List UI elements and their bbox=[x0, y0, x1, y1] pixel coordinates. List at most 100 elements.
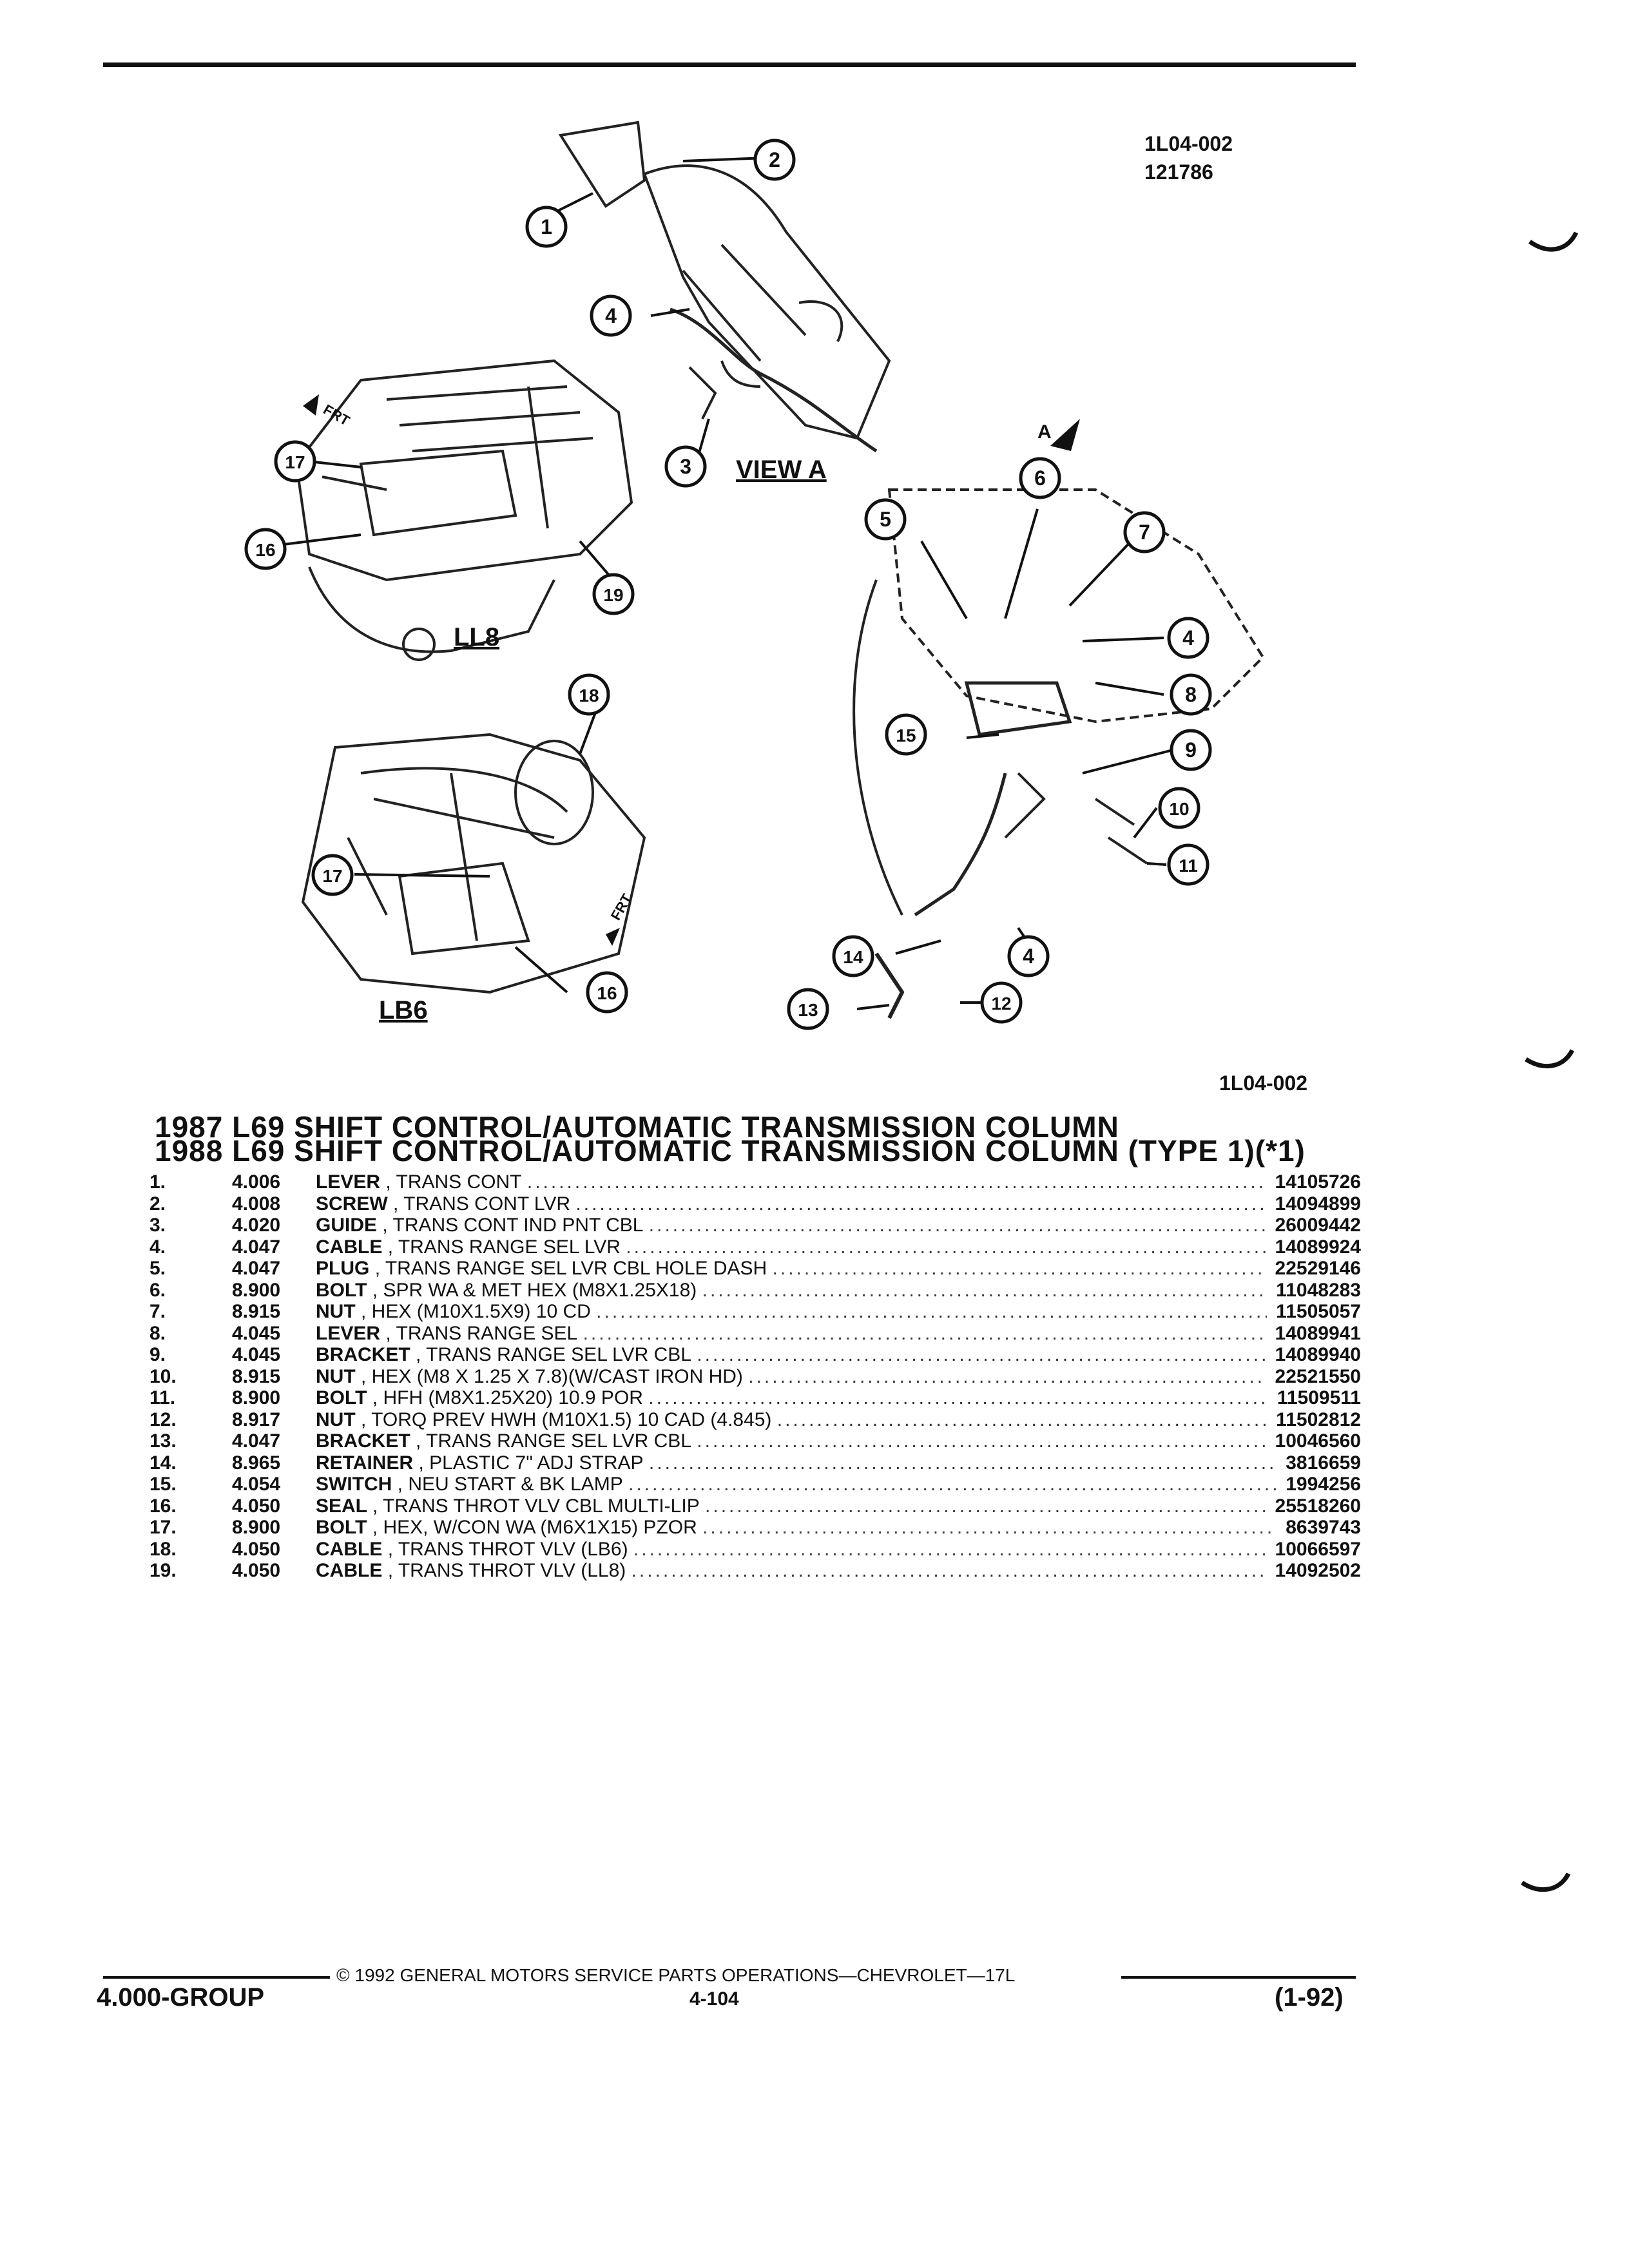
leader-dots: ........................................… bbox=[596, 1301, 1353, 1322]
svg-text:19: 19 bbox=[603, 585, 623, 605]
part-number: 5. bbox=[149, 1258, 166, 1279]
part-row: 15. 4.054 SWITCH , NEU START & BK LAMP ...… bbox=[149, 1474, 1361, 1495]
callout-4: 4 bbox=[590, 294, 632, 337]
leader-dots: ........................................… bbox=[628, 1474, 1353, 1495]
part-description: NUT , HEX (M10X1.5X9) 10 CD ............… bbox=[316, 1301, 1353, 1323]
copyright-line: © 1992 GENERAL MOTORS SERVICE PARTS OPER… bbox=[336, 1965, 1016, 1985]
group-code: 4.050 bbox=[232, 1495, 281, 1517]
leader-dots: ........................................… bbox=[702, 1279, 1353, 1301]
view-a-transmission bbox=[558, 120, 891, 453]
part-description: SEAL , TRANS THROT VLV CBL MULTI-LIP ...… bbox=[316, 1495, 1353, 1517]
part-name: SWITCH bbox=[316, 1474, 392, 1495]
part-number: 7. bbox=[149, 1301, 166, 1322]
part-name: BOLT bbox=[316, 1387, 367, 1408]
part-description: BOLT , HEX, W/CON WA (M6X1X15) PZOR ....… bbox=[316, 1517, 1353, 1539]
part-detail: , TRANS RANGE SEL LVR CBL HOLE DASH bbox=[374, 1258, 767, 1279]
part-detail: , NEU START & BK LAMP bbox=[397, 1474, 623, 1495]
part-name: BOLT bbox=[316, 1279, 367, 1301]
leader-dots: ........................................… bbox=[702, 1517, 1353, 1538]
callout-19: 19 bbox=[592, 573, 635, 615]
group-code: 4.047 bbox=[232, 1236, 281, 1258]
part-name: CABLE bbox=[316, 1236, 383, 1258]
leader-dots: ........................................… bbox=[776, 1408, 1353, 1430]
part-name: LEVER bbox=[316, 1322, 381, 1344]
part-description: BOLT , SPR WA & MET HEX (M8X1.25X18) ...… bbox=[316, 1280, 1353, 1302]
part-name: BRACKET bbox=[316, 1344, 410, 1365]
binder-mark-2 bbox=[1525, 1049, 1575, 1069]
svg-text:4: 4 bbox=[1023, 945, 1034, 968]
lb6-engine bbox=[301, 733, 646, 994]
leader-dots: ........................................… bbox=[772, 1258, 1353, 1279]
part-number: 13. bbox=[149, 1430, 177, 1452]
gm-part-number: 22529146 bbox=[1266, 1258, 1361, 1280]
part-description: SWITCH , NEU START & BK LAMP ...........… bbox=[316, 1474, 1353, 1495]
gm-part-number: 14094899 bbox=[1266, 1193, 1361, 1215]
svg-text:11: 11 bbox=[1179, 856, 1198, 876]
gm-part-number: 14092502 bbox=[1266, 1560, 1361, 1582]
top-rule bbox=[103, 62, 1356, 67]
leader-dots: ........................................… bbox=[705, 1495, 1353, 1517]
group-code: 4.050 bbox=[232, 1560, 281, 1581]
callout-13: 13 bbox=[787, 988, 829, 1030]
callout-6: 6 bbox=[1019, 457, 1061, 499]
part-number: 10. bbox=[149, 1365, 177, 1387]
part-detail: , SPR WA & MET HEX (M8X1.25X18) bbox=[372, 1279, 697, 1301]
part-detail: , TRANS CONT IND PNT CBL bbox=[382, 1215, 644, 1236]
part-detail: , HFH (M8X1.25X20) 10.9 POR bbox=[372, 1387, 643, 1408]
part-number: 15. bbox=[149, 1474, 177, 1495]
svg-text:3: 3 bbox=[680, 455, 691, 478]
callout-8: 8 bbox=[1170, 673, 1212, 716]
part-number: 6. bbox=[149, 1279, 166, 1301]
group-code: 8.915 bbox=[232, 1301, 281, 1322]
callout-4: 4 bbox=[1007, 935, 1050, 977]
group-code: 4.008 bbox=[232, 1193, 281, 1215]
gm-part-number: 8639743 bbox=[1277, 1517, 1361, 1539]
leader-dots: ........................................… bbox=[575, 1193, 1353, 1215]
part-detail: , TRANS THROT VLV (LB6) bbox=[387, 1538, 628, 1560]
callout-7: 7 bbox=[1123, 511, 1166, 553]
frt-arrow-icon-lb6 bbox=[606, 928, 620, 946]
part-number: 3. bbox=[149, 1215, 166, 1236]
group-code: 8.900 bbox=[232, 1387, 281, 1408]
svg-text:1: 1 bbox=[541, 215, 552, 238]
figure-bottom-ref: 1L04-002 bbox=[1219, 1072, 1307, 1095]
part-description: CABLE , TRANS RANGE SEL LVR ............… bbox=[316, 1236, 1353, 1258]
view-a-arrow-icon bbox=[1050, 419, 1080, 451]
part-description: GUIDE , TRANS CONT IND PNT CBL .........… bbox=[316, 1215, 1353, 1236]
part-number: 1. bbox=[149, 1171, 166, 1193]
footer-group: 4.000-GROUP bbox=[97, 1983, 265, 2012]
part-detail: , TORQ PREV HWH (M10X1.5) 10 CAD (4.845) bbox=[361, 1408, 772, 1430]
part-detail: , HEX (M10X1.5X9) 10 CD bbox=[361, 1301, 591, 1322]
gm-part-number: 26009442 bbox=[1266, 1215, 1361, 1236]
group-code: 4.050 bbox=[232, 1538, 281, 1560]
group-code: 4.054 bbox=[232, 1474, 281, 1495]
leader-dots: ........................................… bbox=[648, 1215, 1353, 1236]
callout-17: 17 bbox=[274, 440, 316, 483]
svg-text:18: 18 bbox=[579, 686, 599, 706]
callout-10: 10 bbox=[1158, 787, 1200, 829]
part-name: BOLT bbox=[316, 1517, 367, 1538]
part-description: LEVER , TRANS CONT .....................… bbox=[316, 1171, 1353, 1193]
gm-part-number: 10066597 bbox=[1266, 1538, 1361, 1560]
group-code: 4.047 bbox=[232, 1430, 281, 1452]
part-name: CABLE bbox=[316, 1560, 383, 1581]
svg-text:2: 2 bbox=[769, 148, 780, 171]
svg-text:4: 4 bbox=[1182, 626, 1194, 649]
gm-part-number: 14089924 bbox=[1266, 1236, 1361, 1258]
gm-part-number: 11505057 bbox=[1267, 1301, 1361, 1323]
gm-part-number: 14105726 bbox=[1266, 1171, 1361, 1193]
part-number: 11. bbox=[149, 1387, 176, 1408]
group-code: 8.915 bbox=[232, 1365, 281, 1387]
figure-ref-date: 121786 bbox=[1144, 160, 1213, 184]
group-code: 4.045 bbox=[232, 1322, 281, 1344]
part-name: CABLE bbox=[316, 1538, 383, 1560]
svg-text:6: 6 bbox=[1034, 466, 1046, 490]
part-description: SCREW , TRANS CONT LVR .................… bbox=[316, 1193, 1353, 1215]
svg-text:13: 13 bbox=[798, 1000, 818, 1020]
